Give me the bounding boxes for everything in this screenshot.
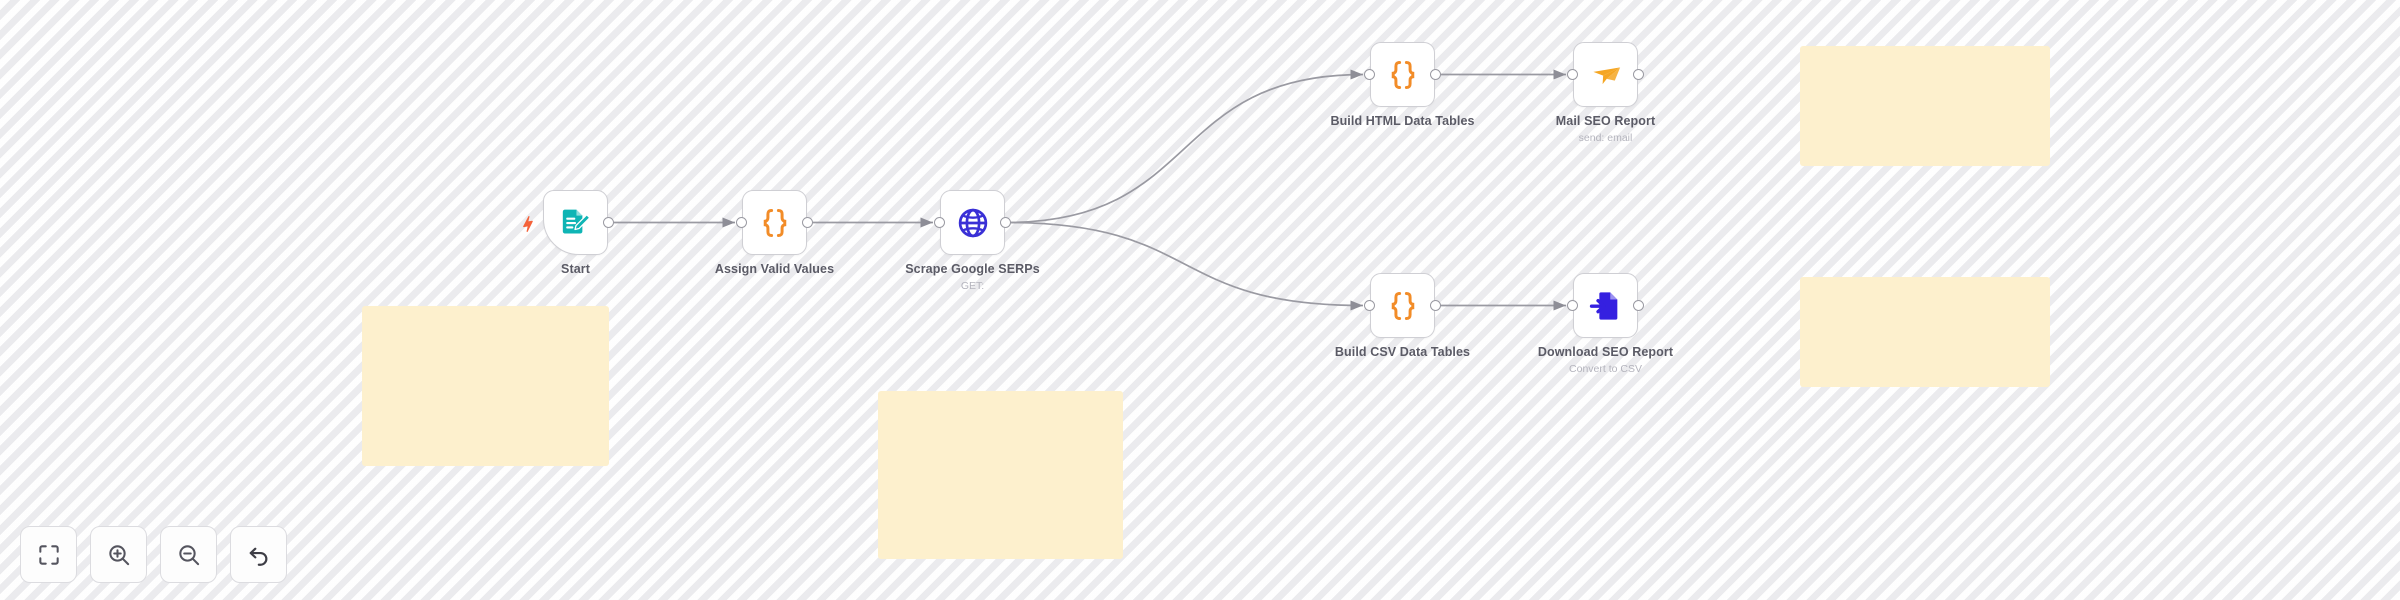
node-subtitle: Convert to CSV: [1569, 363, 1642, 375]
node-box[interactable]: [1573, 273, 1638, 338]
node-box[interactable]: [1573, 42, 1638, 107]
node-box[interactable]: [1370, 273, 1435, 338]
node-label: Start: [561, 262, 590, 276]
zoom-out-button[interactable]: [160, 526, 217, 583]
node-label: Scrape Google SERPs: [905, 262, 1040, 276]
node-input-port[interactable]: [934, 217, 945, 228]
node-input-port[interactable]: [1567, 300, 1578, 311]
edge-scrape-google-serps-to-build-html-data-tables[interactable]: [1005, 69, 1364, 224]
node-input-port[interactable]: [1364, 300, 1375, 311]
workflow-node-mail-seo-report[interactable]: Mail SEO Report send: email: [1556, 42, 1655, 144]
node-subtitle: GET:: [960, 280, 985, 292]
node-label: Build HTML Data Tables: [1330, 114, 1475, 128]
node-box[interactable]: [940, 190, 1005, 255]
zoom-in-button[interactable]: [90, 526, 147, 583]
paper-plane-icon: [1589, 58, 1623, 92]
lightning-bolt-icon: [519, 215, 537, 233]
node-subtitle: send: email: [1578, 132, 1633, 144]
curly-braces-icon: [758, 206, 792, 240]
node-box[interactable]: [543, 190, 608, 255]
fit-to-screen-icon: [36, 542, 62, 568]
node-input-port[interactable]: [736, 217, 747, 228]
node-input-port[interactable]: [1567, 69, 1578, 80]
node-label: Download SEO Report: [1537, 345, 1674, 359]
node-output-port[interactable]: [1000, 217, 1011, 228]
node-box[interactable]: [1370, 42, 1435, 107]
document-edit-icon: [559, 206, 593, 240]
node-label: Assign Valid Values: [714, 262, 835, 276]
edge-scrape-google-serps-to-build-csv-data-tables[interactable]: [1005, 221, 1364, 311]
node-label: Mail SEO Report: [1555, 114, 1656, 128]
node-output-port[interactable]: [1430, 69, 1441, 80]
canvas-toolbar: [20, 526, 287, 583]
fit-view-button[interactable]: [20, 526, 77, 583]
reset-button[interactable]: [230, 526, 287, 583]
sticky-note[interactable]: [1800, 46, 2050, 166]
globe-icon: [956, 206, 990, 240]
sticky-note[interactable]: [1800, 277, 2050, 387]
workflow-node-build-html-data-tables[interactable]: Build HTML Data Tables: [1330, 42, 1474, 128]
sticky-note[interactable]: [878, 391, 1123, 559]
node-output-port[interactable]: [1633, 69, 1644, 80]
node-input-port[interactable]: [1364, 69, 1375, 80]
node-box[interactable]: [742, 190, 807, 255]
node-output-port[interactable]: [1430, 300, 1441, 311]
curly-braces-icon: [1386, 289, 1420, 323]
zoom-out-icon: [176, 542, 202, 568]
zoom-in-icon: [106, 542, 132, 568]
workflow-node-start[interactable]: Start: [543, 190, 614, 276]
undo-arrow-icon: [246, 542, 272, 568]
node-label: Build CSV Data Tables: [1334, 345, 1471, 359]
sticky-note[interactable]: [362, 306, 609, 466]
curly-braces-icon: [1386, 58, 1420, 92]
workflow-node-build-csv-data-tables[interactable]: Build CSV Data Tables: [1335, 273, 1470, 359]
node-output-port[interactable]: [603, 217, 614, 228]
workflow-node-assign-valid-values[interactable]: Assign Valid Values: [715, 190, 834, 276]
node-output-port[interactable]: [1633, 300, 1644, 311]
node-output-port[interactable]: [802, 217, 813, 228]
file-download-icon: [1589, 289, 1623, 323]
